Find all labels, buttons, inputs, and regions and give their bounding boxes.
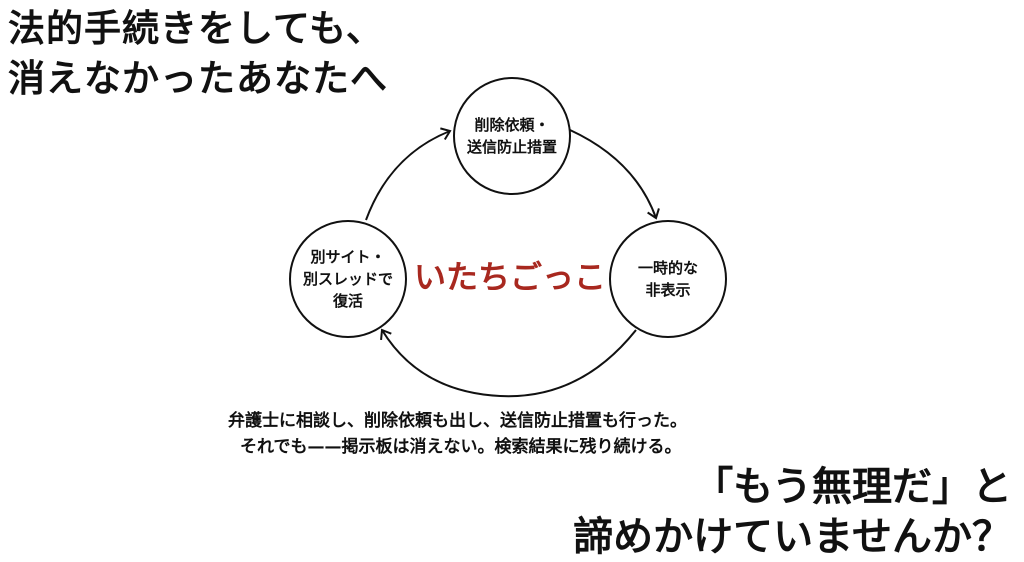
- headline: 法的手続きをしても、 消えなかったあなたへ: [8, 4, 388, 104]
- body-line-2: それでも——掲示板は消えない。検索結果に残り続ける。: [240, 437, 682, 457]
- cycle-center-label: いたちごっこ: [413, 258, 606, 296]
- arrow-revival-to-deletion: [365, 127, 452, 221]
- headline-line-2: 消えなかったあなたへ: [8, 57, 388, 100]
- node-revival: 別サイト・ 別スレッドで 復活: [290, 221, 406, 337]
- closing-line-2: 諦めかけていませんか？: [573, 513, 1012, 560]
- node-circle-hidden: [609, 220, 727, 338]
- node-circle-deletion: [453, 77, 571, 195]
- node-deletion: 削除依頼・ 送信防止措置: [454, 78, 570, 194]
- node-text: 削除依頼・: [474, 116, 550, 134]
- arrow-deletion-to-hidden: [569, 129, 660, 220]
- node-text: 復活: [332, 292, 363, 310]
- body-line-1: 弁護士に相談し、削除依頼も出し、送信防止措置も行った。: [228, 411, 687, 431]
- node-text: 別スレッドで: [302, 270, 393, 288]
- closing-question: 「もう無理だ」と 諦めかけていませんか？: [573, 462, 1012, 562]
- arrow-hidden-to-revival: [380, 328, 637, 398]
- node-text: 非表示: [645, 281, 691, 299]
- closing-line-1: 「もう無理だ」と: [693, 463, 1012, 510]
- node-text: 別サイト・: [310, 248, 386, 266]
- node-text: 一時的な: [637, 259, 698, 277]
- body-text: 弁護士に相談し、削除依頼も出し、送信防止措置も行った。 それでも——掲示板は消え…: [228, 408, 687, 460]
- node-hidden: 一時的な 非表示: [610, 221, 726, 337]
- node-text: 送信防止措置: [466, 138, 557, 156]
- headline-line-1: 法的手続きをしても、: [8, 7, 384, 50]
- node-circle-revival: [289, 220, 407, 338]
